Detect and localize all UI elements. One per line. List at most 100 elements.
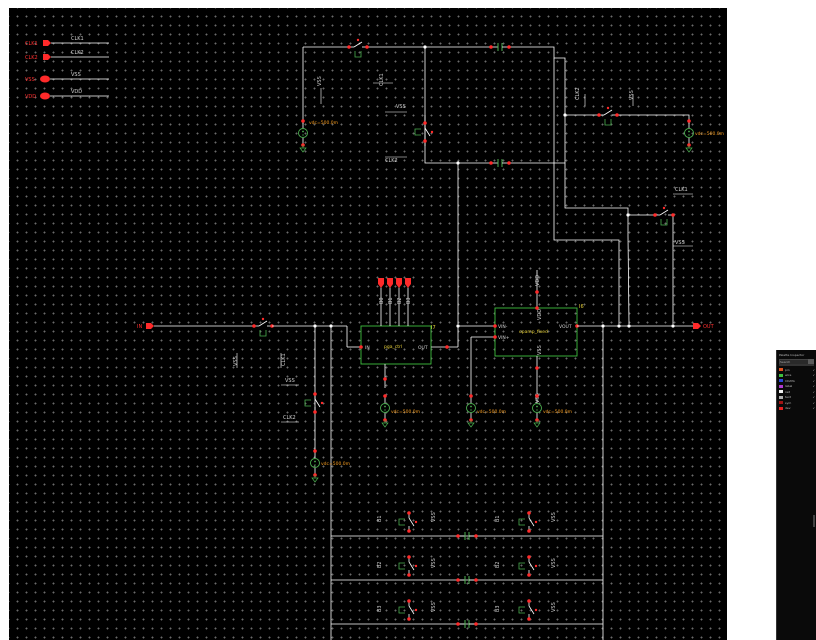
layer-swatch bbox=[779, 373, 783, 377]
pga-ctrl-b0: B0 bbox=[379, 297, 385, 304]
pin-vdd[interactable]: VDD VDD bbox=[25, 89, 109, 100]
pga-pin-in: IN bbox=[365, 345, 370, 351]
opamp-pin-vdd: VDD bbox=[537, 309, 543, 320]
palette-panel[interactable]: Palette Inspector Search pin✓wire✓CDATA✓… bbox=[776, 350, 816, 640]
label-vss-right2: VSS bbox=[675, 240, 685, 246]
label-clk2-left: CLK2 bbox=[283, 415, 296, 421]
label-clk1-left: CLK1 bbox=[281, 353, 287, 366]
bank-vss-2a: VSS bbox=[431, 558, 437, 568]
layer-name: CDATA bbox=[785, 378, 795, 383]
opamp-pin-vss: VSS bbox=[537, 345, 543, 355]
label-vss-left: VSS bbox=[233, 356, 239, 366]
opamp-name: opamp_fixed bbox=[519, 329, 548, 335]
opamp-inst: I6 bbox=[579, 304, 584, 310]
bank-label-b3-a: B3 bbox=[377, 605, 383, 612]
bank-vss-1a: VSS bbox=[431, 512, 437, 522]
pga-block[interactable]: IN OUT pga_ctrl I7 B0 B1 B2 B3 bbox=[359, 278, 458, 388]
pga-ctrl-b1: B1 bbox=[388, 297, 394, 304]
pga-inst: I7 bbox=[431, 325, 436, 331]
layer-row[interactable]: pin ✓ bbox=[779, 367, 815, 373]
layer-swatch bbox=[779, 406, 783, 410]
opamp-pin-out: VOUT bbox=[559, 324, 572, 330]
layer-visible-checkbox[interactable]: ✓ bbox=[812, 406, 815, 411]
bank-label-b2-a: B2 bbox=[377, 561, 383, 568]
layer-row[interactable]: dev ✓ bbox=[779, 406, 815, 412]
bank-vss-1b: VSS bbox=[551, 512, 557, 522]
pin-clk1[interactable]: CLK1 CLK1 bbox=[25, 36, 109, 47]
layer-name: net bbox=[785, 389, 790, 394]
value-source-pga: vdc=500.0m bbox=[391, 409, 420, 415]
layer-row[interactable]: CDATA ✓ bbox=[779, 378, 815, 384]
pga-pin-out: OUT bbox=[418, 345, 428, 351]
layer-row[interactable]: sym ✓ bbox=[779, 400, 815, 406]
cap-bank[interactable]: B1 B1 VSS VSS B2 B2 VSS VSS B3 B3 VSS VS… bbox=[331, 510, 603, 629]
layer-visible-checkbox[interactable]: ✓ bbox=[812, 373, 815, 378]
layer-visible-checkbox[interactable]: ✓ bbox=[812, 384, 815, 389]
layer-swatch bbox=[779, 379, 783, 383]
bank-label-b1-b: B1 bbox=[495, 515, 501, 522]
palette-header-bar bbox=[779, 364, 814, 366]
opamp-block[interactable]: VIN- VIN+ VOUT opamp_fixed I6 VDD VSS bbox=[493, 270, 584, 398]
label-clk1-top: CLK1 bbox=[379, 73, 385, 86]
bank-vss-2b: VSS bbox=[551, 558, 557, 568]
label-vss-mid: VSS bbox=[396, 104, 406, 110]
layer-visible-checkbox[interactable]: ✓ bbox=[812, 389, 815, 394]
layer-visible-checkbox[interactable]: ✓ bbox=[812, 400, 815, 405]
layer-name: label bbox=[785, 384, 793, 389]
out-pin-label: OUT bbox=[703, 324, 715, 330]
label-clk1-right: CLK1 bbox=[675, 187, 688, 193]
label-vss-top: VSS bbox=[317, 76, 323, 86]
palette-title: Palette Inspector bbox=[779, 353, 805, 357]
schematic-canvas[interactable]: CLK1 CLK1 CLK2 CLK2 VSS VSS VDD VDD bbox=[9, 8, 727, 640]
layer-name: dev bbox=[785, 406, 791, 411]
layer-visible-checkbox[interactable]: ✓ bbox=[812, 378, 815, 383]
pin-clk2-wire-label: CLK2 bbox=[71, 50, 84, 56]
layer-list[interactable]: pin ✓ wire ✓ CDATA ✓ label ✓ net ✓ text ✓ sym ✓ dev ✓ bbox=[779, 367, 815, 411]
palette-search-button[interactable] bbox=[808, 359, 814, 364]
schematic-drawing[interactable]: CLK1 CLK1 CLK2 CLK2 VSS VSS VDD VDD bbox=[9, 8, 727, 640]
label-vdd-opamp: VDD bbox=[535, 275, 541, 286]
pin-vss[interactable]: VSS VSS bbox=[25, 72, 109, 83]
value-source-top-right: vdc=500.0m bbox=[695, 131, 724, 137]
layer-row[interactable]: net ✓ bbox=[779, 389, 815, 395]
pin-list: CLK1 CLK1 CLK2 CLK2 VSS VSS VDD VDD bbox=[25, 36, 109, 100]
label-vss-right: VSS bbox=[629, 90, 635, 100]
pga-name: pga_ctrl bbox=[384, 344, 402, 350]
bank-label-b1-a: B1 bbox=[377, 515, 383, 522]
in-pin-label: IN bbox=[137, 324, 142, 330]
layer-name: text bbox=[785, 395, 791, 400]
pga-ctrl-b3: B3 bbox=[406, 297, 412, 304]
layer-name: sym bbox=[785, 400, 792, 405]
value-source-mid: vdc=500.0m bbox=[477, 409, 506, 415]
opamp-pin-inp: VIN+ bbox=[498, 335, 510, 341]
pin-clk2[interactable]: CLK2 CLK2 bbox=[25, 50, 109, 61]
layer-name: wire bbox=[785, 373, 792, 378]
pin-vss-wire-label: VSS bbox=[71, 72, 81, 78]
layer-swatch bbox=[779, 401, 783, 405]
label-clk2-right: CLK2 bbox=[575, 87, 581, 100]
pga-ctrl-b2: B2 bbox=[397, 297, 403, 304]
top-network[interactable]: VSS CLK1 VSS CLK2 CLK2 VSS CLK1 VSS vdc=… bbox=[298, 38, 725, 325]
pin-vss-label: VSS bbox=[25, 77, 35, 83]
bank-label-b2-b: B2 bbox=[495, 561, 501, 568]
panel-resize-handle[interactable] bbox=[813, 515, 815, 527]
bank-vss-3a: VSS bbox=[431, 602, 437, 612]
label-vss-left2: VSS bbox=[285, 378, 295, 384]
pin-clk1-wire-label: CLK1 bbox=[71, 36, 84, 42]
layer-row[interactable]: text ✓ bbox=[779, 395, 815, 401]
layer-row[interactable]: wire ✓ bbox=[779, 373, 815, 379]
label-clk2-mid: CLK2 bbox=[385, 158, 398, 164]
pin-vdd-wire-label: VDD bbox=[71, 89, 82, 95]
main-path[interactable]: IN VSS CLK1 VSS CLK2 vdc=500.0m IN OUT p… bbox=[137, 270, 715, 640]
opamp-pin-inn: VIN- bbox=[498, 324, 508, 330]
layer-swatch bbox=[779, 368, 783, 372]
layer-visible-checkbox[interactable]: ✓ bbox=[812, 395, 815, 400]
pin-clk1-label: CLK1 bbox=[25, 41, 38, 47]
layer-swatch bbox=[779, 395, 783, 399]
layer-name: pin bbox=[785, 367, 790, 372]
layer-visible-checkbox[interactable]: ✓ bbox=[812, 367, 815, 372]
layer-row[interactable]: label ✓ bbox=[779, 384, 815, 390]
layer-swatch bbox=[779, 384, 783, 388]
layer-swatch bbox=[779, 390, 783, 394]
bank-vss-3b: VSS bbox=[551, 602, 557, 612]
